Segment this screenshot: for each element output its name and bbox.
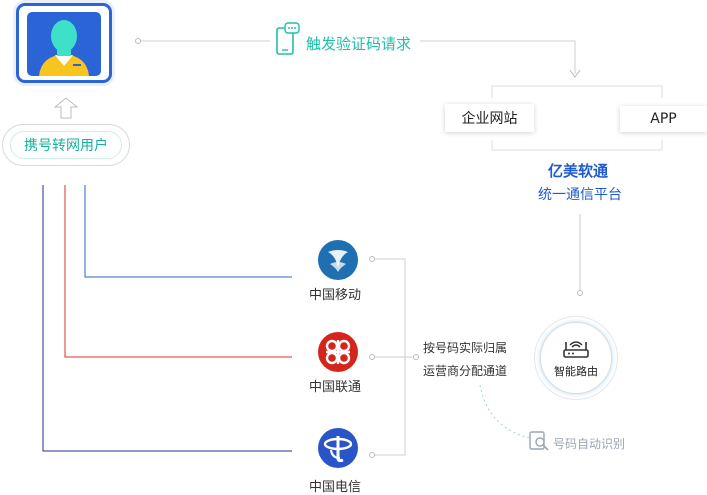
line-to-unicom: [64, 185, 292, 358]
trigger-label: 触发验证码请求: [306, 35, 412, 53]
connector-dot: [369, 354, 375, 360]
carrier-name-mobile: 中国移动: [309, 288, 362, 303]
auto-identify-label: 号码自动识别: [553, 437, 626, 451]
smart-router-node: 智能路由: [534, 316, 618, 400]
china-unicom-icon: [325, 339, 351, 365]
routing-note-line1: 按号码实际归属: [423, 341, 508, 355]
line-to-mobile: [84, 185, 292, 278]
user-avatar-card: [16, 3, 112, 83]
up-arrow-icon: [53, 97, 79, 119]
carrier-name-telecom: 中国电信: [309, 480, 362, 495]
auto-identify-arc: [479, 384, 531, 439]
user-label-pill: 携号转网用户: [2, 124, 130, 166]
connector-trigger-platform: [420, 40, 576, 74]
router-label: 智能路由: [554, 364, 598, 378]
platform-bracket-top: [491, 85, 663, 98]
china-mobile-logo: [318, 240, 358, 280]
connector-dot: [413, 354, 419, 360]
website-box: 企业网站: [445, 104, 534, 132]
arrow-down: [569, 69, 581, 78]
app-box: APP: [620, 106, 707, 132]
user-label: 携号转网用户: [10, 131, 122, 159]
routing-note-line2: 运营商分配通道: [423, 364, 508, 378]
line-to-telecom: [42, 185, 292, 452]
connector-dot: [369, 452, 375, 458]
china-unicom-logo: [318, 332, 358, 372]
router-icon: [563, 340, 589, 358]
connector-dot: [135, 38, 141, 44]
connector-dot: [369, 256, 375, 262]
search-document-icon: [529, 431, 549, 451]
china-telecom-logo: [318, 428, 358, 468]
china-telecom-icon: [323, 436, 353, 463]
brand-name: 亿美软通: [547, 162, 608, 180]
china-mobile-icon: [328, 250, 348, 272]
user-avatar-icon: [27, 12, 101, 76]
carrier-name-unicom: 中国联通: [309, 380, 362, 395]
connector-dot: [577, 290, 583, 296]
smart-router-inner: 智能路由: [540, 322, 612, 394]
platform-bracket-bottom: [491, 140, 663, 151]
brand-subtitle: 统一通信平台: [538, 187, 622, 203]
phone-message-icon: [276, 22, 300, 55]
